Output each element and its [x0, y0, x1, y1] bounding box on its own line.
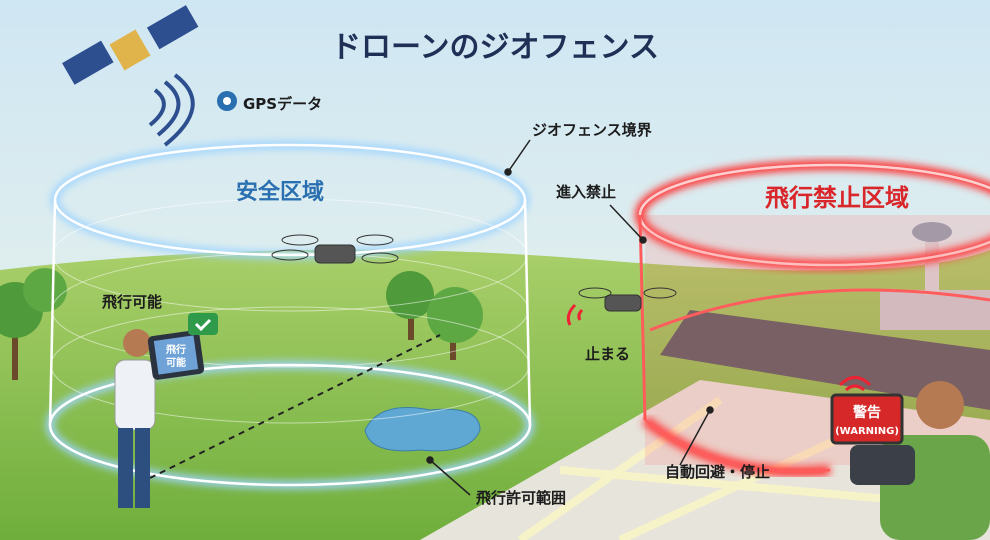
- warning-screen: [830, 393, 904, 445]
- auto-avoid-label: 自動回避・停止: [665, 463, 771, 481]
- runway: [660, 310, 990, 410]
- page-title: ドローンのジオフェンス: [331, 30, 659, 65]
- stopped-drone-icon: [566, 287, 677, 326]
- stop-label: 止まる: [585, 345, 631, 363]
- trees: [0, 268, 483, 380]
- boundary-label: ジオフェンス境界: [532, 121, 652, 139]
- drone-icon: [271, 234, 399, 264]
- tablet-text: 可能: [166, 356, 186, 369]
- no-fly-zone-label: 飛行禁止区域: [765, 184, 909, 212]
- warning-title: 警告: [853, 404, 881, 421]
- satellite-icon: [62, 5, 199, 147]
- controller: [850, 445, 915, 485]
- safe-zone-label: 安全区域: [236, 180, 325, 205]
- tablet-text: 飛行: [165, 343, 186, 356]
- warning-subtitle: (WARNING): [835, 426, 899, 437]
- control-tower: [925, 235, 939, 295]
- check-icon: [188, 313, 218, 335]
- location-pin-icon: [217, 91, 237, 111]
- pond: [364, 407, 481, 452]
- permitted-range-label: 飛行許可範囲: [476, 489, 567, 507]
- signal-icon: [838, 376, 872, 392]
- pilot-person-right: 警告 (WARNING): [830, 376, 990, 540]
- no-entry-label: 進入禁止: [556, 183, 617, 201]
- flight-ok-label: 飛行可能: [102, 293, 163, 311]
- safe-geofence-cylinder: [46, 141, 534, 489]
- gps-label: GPSデータ: [243, 95, 323, 113]
- pilot-person-left: 飛行 可能: [114, 329, 205, 508]
- range-line: [149, 334, 441, 479]
